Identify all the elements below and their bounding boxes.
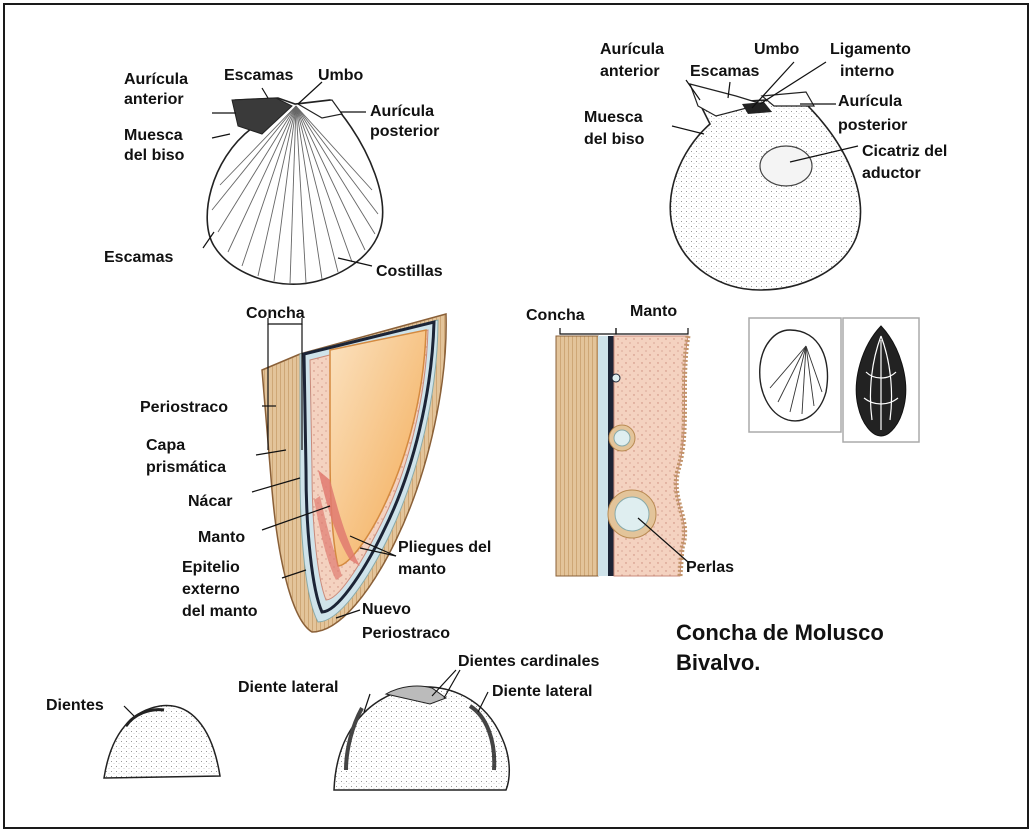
caption-line-2: Bivalvo. bbox=[676, 650, 760, 675]
label-pliegues-2: manto bbox=[398, 561, 446, 578]
label-r-umbo: Umbo bbox=[754, 41, 800, 58]
label-r-auricula-anterior-1: Aurícula bbox=[600, 41, 664, 58]
label-muesca-biso-1: Muesca bbox=[124, 127, 183, 144]
label-r-ligamento-2: interno bbox=[840, 63, 894, 80]
label-epitelio-1: Epitelio bbox=[182, 559, 240, 576]
label-dientes-cardinales: Dientes cardinales bbox=[458, 653, 600, 670]
label-r-muesca-2: del biso bbox=[584, 131, 645, 148]
label-r-auricula-posterior-2: posterior bbox=[838, 117, 907, 134]
label-auricula-anterior-2: anterior bbox=[124, 91, 184, 108]
label-epitelio-3: del manto bbox=[182, 603, 258, 620]
label-pliegues-1: Pliegues del bbox=[398, 539, 491, 556]
label-r-muesca-1: Muesca bbox=[584, 109, 643, 126]
dientes-shell bbox=[104, 706, 220, 778]
label-muesca-biso-2: del biso bbox=[124, 147, 185, 164]
caption-line-1: Concha de Molusco bbox=[676, 620, 884, 645]
label-r-escamas: Escamas bbox=[690, 63, 759, 80]
label-r-cicatriz-1: Cicatriz del bbox=[862, 143, 947, 160]
label-nacar: Nácar bbox=[188, 493, 232, 510]
label-auricula-posterior-2: posterior bbox=[370, 123, 439, 140]
pearl-section bbox=[556, 336, 688, 576]
label-nuevo-periostraco-2: Periostraco bbox=[362, 625, 450, 642]
caption: Concha de Molusco Bivalvo. bbox=[676, 620, 884, 675]
label-diente-lateral-right: Diente lateral bbox=[492, 683, 592, 700]
shell-thumbnail-left bbox=[749, 318, 841, 432]
label-escamas-side: Escamas bbox=[104, 249, 173, 266]
label-r-ligamento-1: Ligamento bbox=[830, 41, 911, 58]
label-escamas-top: Escamas bbox=[224, 67, 293, 84]
label-p-concha: Concha bbox=[526, 307, 585, 324]
label-capa-prismatica-1: Capa bbox=[146, 437, 185, 454]
label-concha: Concha bbox=[246, 305, 305, 322]
label-p-manto: Manto bbox=[630, 303, 677, 320]
shell-section bbox=[262, 314, 446, 632]
label-auricula-posterior-1: Aurícula bbox=[370, 103, 434, 120]
label-nuevo-periostraco-1: Nuevo bbox=[362, 601, 411, 618]
label-capa-prismatica-2: prismática bbox=[146, 459, 226, 476]
scallop-interior bbox=[670, 84, 860, 290]
label-periostraco: Periostraco bbox=[140, 399, 228, 416]
label-r-auricula-posterior-1: Aurícula bbox=[838, 93, 902, 110]
label-r-auricula-anterior-2: anterior bbox=[600, 63, 660, 80]
label-costillas: Costillas bbox=[376, 263, 443, 280]
labels-teeth: Dientes Diente lateral Dientes cardinale… bbox=[46, 653, 600, 714]
label-umbo: Umbo bbox=[318, 67, 364, 84]
label-manto: Manto bbox=[198, 529, 245, 546]
label-r-cicatriz-2: aductor bbox=[862, 165, 921, 182]
label-diente-lateral-left: Diente lateral bbox=[238, 679, 338, 696]
shell-thumbnail-right bbox=[843, 318, 919, 442]
label-epitelio-2: externo bbox=[182, 581, 240, 598]
label-perlas: Perlas bbox=[686, 559, 734, 576]
scallop-exterior bbox=[207, 98, 382, 284]
label-dientes: Dientes bbox=[46, 697, 104, 714]
label-auricula-anterior-1: Aurícula bbox=[124, 71, 188, 88]
